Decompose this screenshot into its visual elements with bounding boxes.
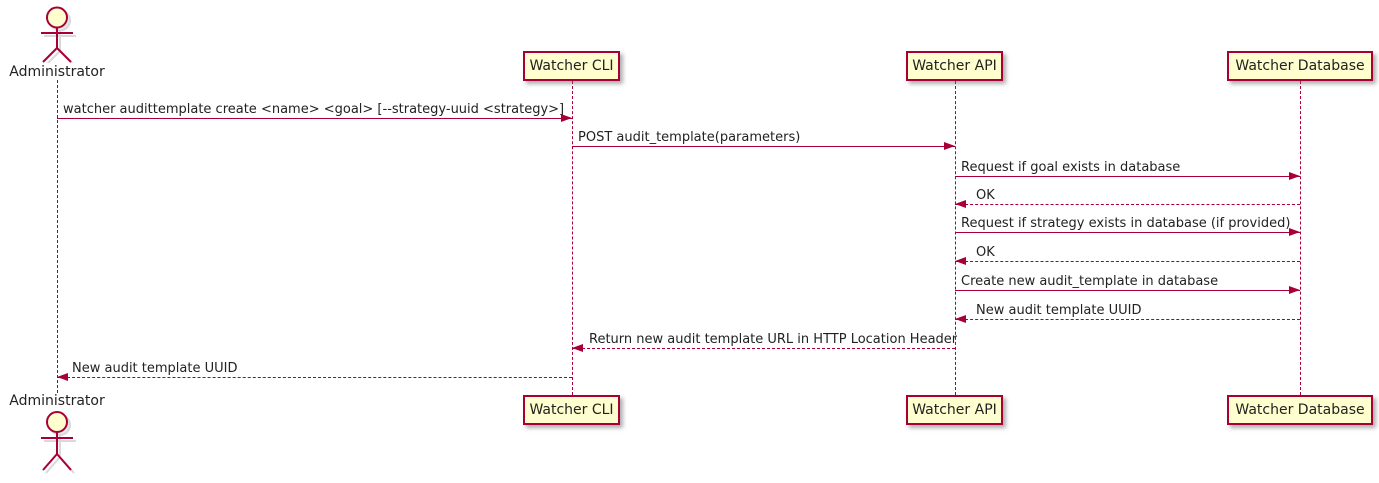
message-7-label: Create new audit_template in database (961, 274, 1219, 289)
message-8-arrowhead-icon (955, 315, 966, 323)
message-4-label: OK (976, 188, 995, 203)
message-10-line (57, 377, 572, 378)
actor-icon (41, 6, 76, 63)
message-10-label: New audit template UUID (72, 361, 238, 376)
message-1-arrowhead-icon (561, 114, 572, 122)
lifeline-administrator (57, 80, 58, 393)
message-8-line (955, 319, 1300, 320)
participant-watcher-api-bottom: Watcher API (906, 395, 1003, 425)
message-9-arrowhead-icon (572, 344, 583, 352)
participant-watcher-database-top: Watcher Database (1227, 51, 1373, 81)
message-8-label: New audit template UUID (976, 303, 1142, 318)
message-4-arrowhead-icon (955, 200, 966, 208)
message-2-label: POST audit_template(parameters) (578, 130, 801, 145)
message-4-line (955, 204, 1300, 205)
lifeline-watcher-cli (572, 81, 573, 395)
message-9-line (572, 348, 955, 349)
message-6-arrowhead-icon (955, 257, 966, 265)
message-2-arrowhead-icon (944, 142, 955, 150)
lifeline-watcher-api (955, 81, 956, 395)
actor-label-top: Administrator (9, 64, 105, 80)
message-1-line (57, 118, 572, 119)
message-6-label: OK (976, 245, 995, 260)
message-3-label: Request if goal exists in database (961, 160, 1181, 175)
message-10-arrowhead-icon (57, 373, 68, 381)
message-7-line (955, 290, 1300, 291)
message-3-arrowhead-icon (1289, 172, 1300, 180)
lifeline-watcher-database (1300, 81, 1301, 395)
participant-watcher-cli-top: Watcher CLI (523, 51, 620, 81)
message-5-label: Request if strategy exists in database (… (961, 216, 1291, 231)
message-6-line (955, 261, 1300, 262)
message-9-label: Return new audit template URL in HTTP Lo… (589, 332, 958, 347)
participant-watcher-database-bottom: Watcher Database (1227, 395, 1373, 425)
message-5-line (955, 232, 1300, 233)
message-2-line (572, 146, 955, 147)
actor-icon-bottom (41, 411, 76, 474)
actor-label-bottom: Administrator (9, 393, 105, 409)
message-5-arrowhead-icon (1289, 228, 1300, 236)
message-7-arrowhead-icon (1289, 286, 1300, 294)
participant-watcher-api-top: Watcher API (906, 51, 1003, 81)
message-3-line (955, 176, 1300, 177)
participant-watcher-cli-bottom: Watcher CLI (523, 395, 620, 425)
message-1-label: watcher audittemplate create <name> <goa… (63, 102, 565, 117)
